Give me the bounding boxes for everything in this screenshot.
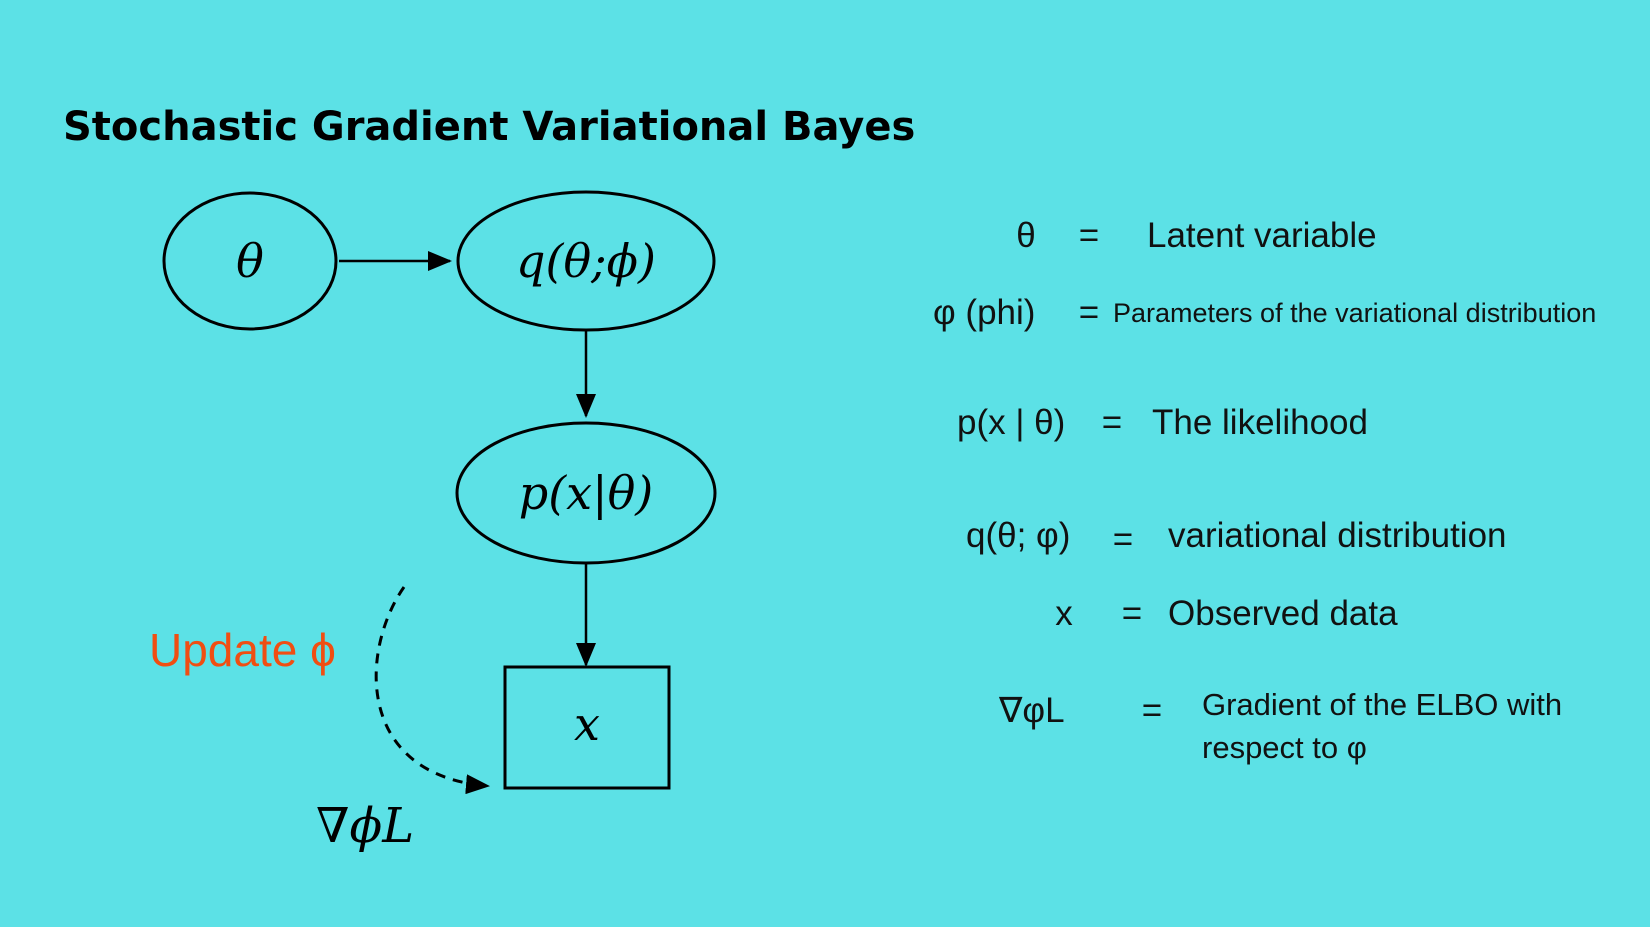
legend-row: ∇φL = Gradient of the ELBO with respect … <box>998 687 1562 765</box>
legend-symbol: θ <box>1016 216 1035 255</box>
legend-row: x = Observed data <box>1055 594 1398 633</box>
legend-equals: = <box>1079 293 1099 332</box>
legend-meaning: Observed data <box>1168 594 1398 633</box>
legend-equals: = <box>1102 403 1122 442</box>
legend: θ = Latent variable φ (phi) = Parameters… <box>933 216 1596 765</box>
node-p-label: p(x|θ) <box>519 466 653 520</box>
legend-equals: = <box>1079 216 1099 255</box>
legend-meaning: Latent variable <box>1147 216 1377 255</box>
legend-row: θ = Latent variable <box>1016 216 1376 255</box>
node-x-label: x <box>574 697 600 751</box>
legend-meaning: variational distribution <box>1168 516 1507 555</box>
legend-equals: = <box>1122 594 1142 633</box>
legend-symbol: ∇φL <box>998 691 1065 730</box>
node-theta: θ <box>162 191 338 331</box>
legend-row: φ (phi) = Parameters of the variational … <box>933 293 1596 332</box>
node-q-label: q(θ;ϕ) <box>516 234 656 288</box>
legend-meaning-line2: respect to φ <box>1202 730 1367 765</box>
legend-symbol: q(θ; φ) <box>966 516 1070 555</box>
legend-meaning: Gradient of the ELBO with <box>1202 687 1562 722</box>
legend-row: p(x | θ) = The likelihood <box>957 403 1368 442</box>
legend-symbol: φ (phi) <box>933 293 1035 332</box>
legend-row: q(θ; φ) = variational distribution <box>966 516 1507 559</box>
node-q: q(θ;ϕ) <box>456 190 716 332</box>
page-title: Stochastic Gradient Variational Bayes <box>63 104 915 150</box>
legend-equals: = <box>1113 520 1133 559</box>
legend-meaning: Parameters of the variational distributi… <box>1113 298 1596 328</box>
update-phi-label: Update ϕ <box>149 624 336 676</box>
legend-equals: = <box>1142 691 1162 730</box>
gradient-label: ∇ϕL <box>316 798 414 854</box>
legend-symbol: x <box>1055 594 1073 633</box>
gradient-update-arrow <box>374 586 490 795</box>
legend-meaning: The likelihood <box>1152 403 1368 442</box>
legend-symbol: p(x | θ) <box>957 403 1065 442</box>
node-p: p(x|θ) <box>455 421 717 565</box>
node-theta-label: θ <box>236 234 264 288</box>
node-x: x <box>503 665 671 790</box>
